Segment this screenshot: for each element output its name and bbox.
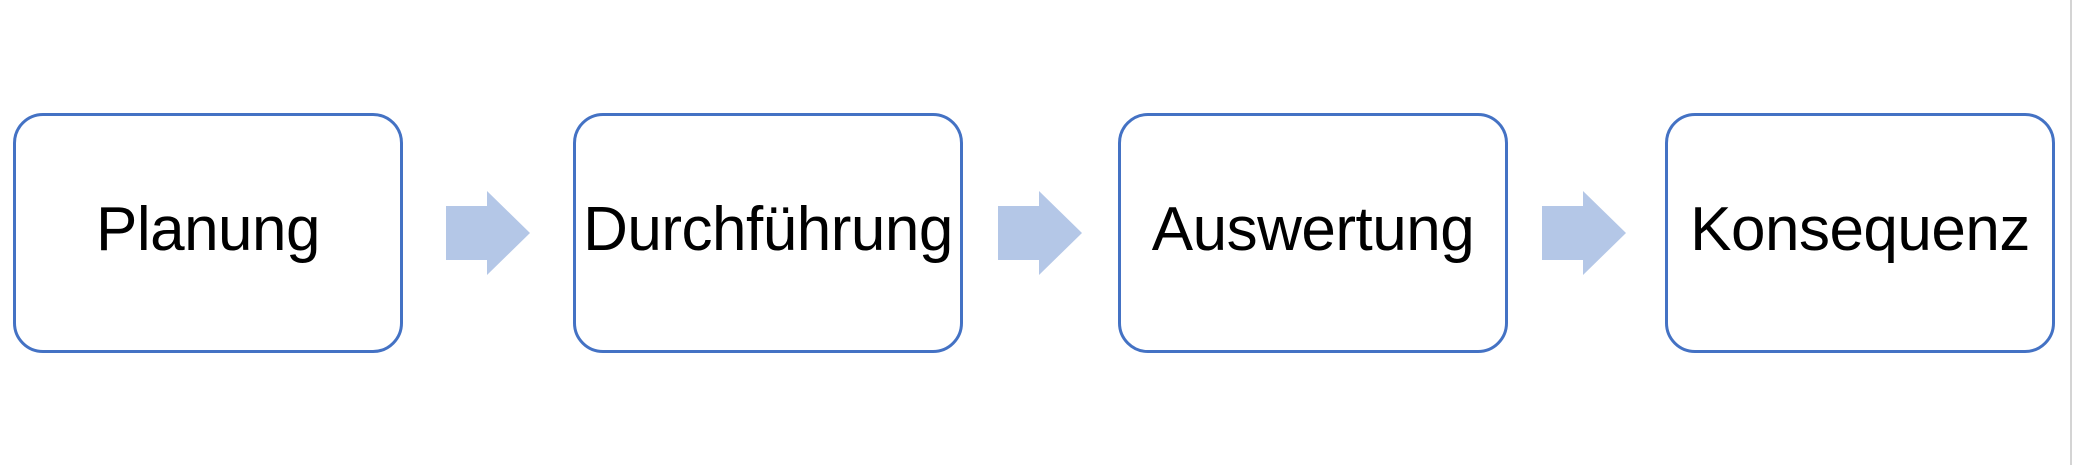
step-label-konsequenz: Konsequenz <box>1690 195 2030 264</box>
step-label-durchfuehrung: Durchführung <box>583 195 953 264</box>
flow-arrow-icon[interactable] <box>446 191 530 275</box>
step-label-auswertung: Auswertung <box>1151 195 1475 264</box>
flow-arrow-icon[interactable] <box>1542 191 1626 275</box>
flow-arrow-icon[interactable] <box>998 191 1082 275</box>
step-box-konsequenz[interactable]: Konsequenz <box>1665 113 2055 353</box>
block-arrow-right-icon <box>998 191 1082 275</box>
block-arrow-right-icon <box>1542 191 1626 275</box>
step-box-durchfuehrung[interactable]: Durchführung <box>573 113 963 353</box>
block-arrow-right-icon <box>446 191 530 275</box>
step-box-planung[interactable]: Planung <box>13 113 403 353</box>
page-edge-divider <box>2070 0 2072 465</box>
step-box-auswertung[interactable]: Auswertung <box>1118 113 1508 353</box>
step-label-planung: Planung <box>95 195 321 264</box>
